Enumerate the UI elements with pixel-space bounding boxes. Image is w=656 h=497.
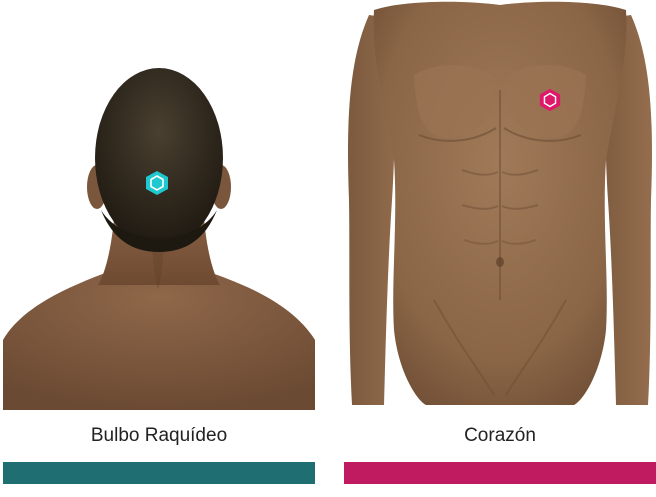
torso-front-illustration — [344, 0, 656, 410]
organ-label: Bulbo Raquídeo — [3, 424, 315, 448]
hexagon-marker-icon[interactable] — [538, 88, 562, 112]
head-back-image — [3, 0, 315, 410]
head-back-illustration — [3, 0, 315, 410]
select-corazon-button[interactable] — [344, 462, 656, 484]
hexagon-marker-icon[interactable] — [144, 170, 170, 196]
organ-label: Corazón — [344, 424, 656, 448]
option-card-corazon[interactable]: Corazón — [344, 0, 656, 497]
select-bulbo-button[interactable] — [3, 462, 315, 484]
torso-front-image — [344, 0, 656, 410]
option-card-bulbo[interactable]: Bulbo Raquídeo — [3, 0, 315, 497]
